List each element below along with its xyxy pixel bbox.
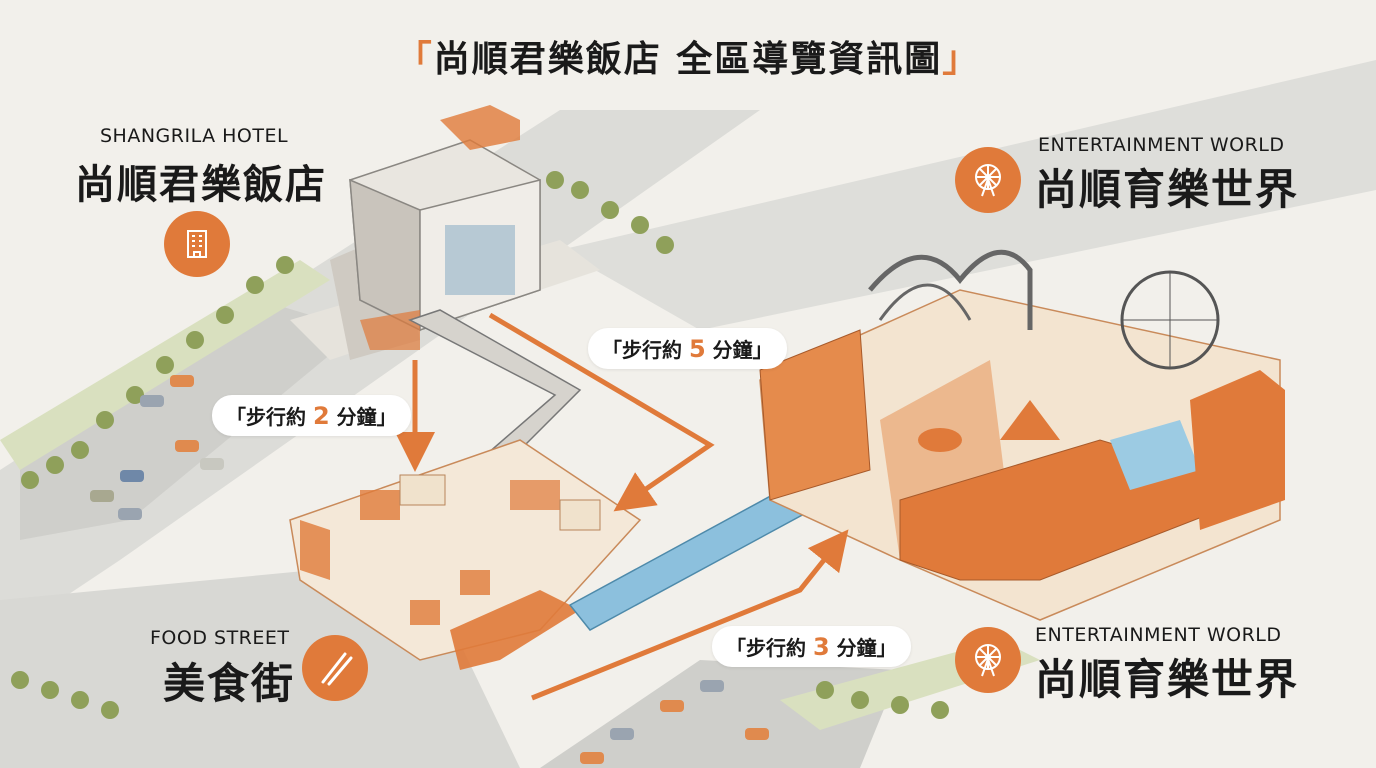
- route-minutes: 3: [812, 633, 830, 661]
- food-street-area: [289, 439, 642, 670]
- ferris-wheel-icon: [955, 627, 1021, 693]
- entertainment-label-en-bottom: ENTERTAINMENT WORLD: [1035, 624, 1282, 646]
- skywalk: [408, 309, 582, 471]
- route-label-2min: 「步行約 2 分鐘」: [212, 395, 411, 436]
- parking-lot: [540, 660, 900, 768]
- route-minutes: 2: [312, 402, 330, 430]
- hotel-building: [290, 105, 600, 360]
- hotel-label-en: SHANGRILA HOTEL: [100, 125, 289, 147]
- entertainment-label-en: ENTERTAINMENT WORLD: [1038, 134, 1285, 156]
- title-bracket-open: 「: [395, 39, 434, 80]
- route-suffix: 分鐘」: [705, 338, 773, 362]
- route-suffix: 分鐘」: [829, 636, 897, 660]
- road: [0, 110, 760, 640]
- title-text: 尚順君樂飯店 全區導覽資訊圖: [433, 39, 943, 80]
- trees: [11, 171, 949, 719]
- food-street-label-en: FOOD STREET: [150, 627, 290, 649]
- hotel-building-icon: [164, 211, 230, 277]
- route-prefix: 「步行約: [602, 338, 689, 362]
- route-suffix: 分鐘」: [329, 405, 397, 429]
- food-street-label-zh: 美食街: [163, 659, 296, 708]
- route-prefix: 「步行約: [226, 405, 313, 429]
- route-label-3min: 「步行約 3 分鐘」: [712, 626, 911, 667]
- chopsticks-icon: [302, 635, 368, 701]
- entertainment-label-zh: 尚順育樂世界: [1035, 165, 1300, 214]
- ferris-wheel-icon: [955, 147, 1021, 213]
- parking-lot: [20, 300, 360, 540]
- route-arrow-3min: [531, 529, 849, 701]
- route-arrow-5min: [488, 312, 715, 512]
- title-bracket-close: 」: [942, 39, 981, 80]
- route-prefix: 「步行約: [726, 636, 813, 660]
- page-title: 「尚順君樂飯店 全區導覽資訊圖」: [0, 30, 1376, 82]
- route-minutes: 5: [688, 335, 706, 363]
- entertainment-world-area: [759, 249, 1285, 621]
- parked-cars: [90, 375, 769, 764]
- hotel-label-zh: 尚順君樂飯店: [75, 162, 327, 208]
- route-label-5min: 「步行約 5 分鐘」: [588, 328, 787, 369]
- entertainment-label-zh-bottom: 尚順育樂世界: [1035, 655, 1300, 704]
